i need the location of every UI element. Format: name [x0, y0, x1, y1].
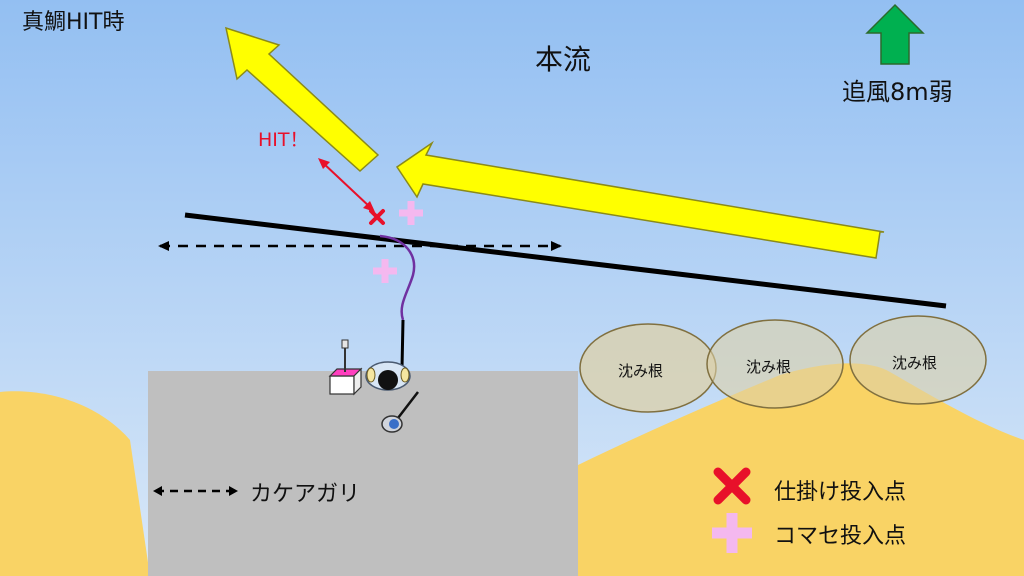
angler-arm-left: [366, 367, 376, 383]
ledge-arrowhead-right: [551, 241, 562, 251]
sunken-rock-label-3: 沈み根: [892, 354, 938, 372]
sunken-rock-label-1: 沈み根: [618, 362, 664, 380]
hit-arrow-line: [321, 161, 372, 209]
sunken-rock-2: [706, 319, 844, 409]
ledge-arrowhead-left: [158, 241, 169, 251]
fishing-rod: [400, 319, 405, 369]
landing-net-handle: [397, 391, 419, 419]
landing-net-mesh: [389, 419, 399, 429]
legend-chum-icon: [712, 513, 752, 553]
chum-drop-mark-2: [373, 259, 397, 283]
ledge-label: カケアガリ: [250, 482, 361, 507]
seabed-right: [576, 363, 1024, 576]
chum-scoop-head: [341, 339, 349, 349]
wind-arrow: [865, 3, 925, 65]
chum-box: [329, 375, 355, 395]
legend-rig-drop-label: 仕掛け投入点: [774, 480, 907, 505]
angler-head: [378, 370, 398, 390]
pier: [148, 371, 578, 576]
main-current-arrow: [395, 140, 885, 259]
fishing-line: [379, 234, 416, 321]
ledge-legend-arrowhead-right: [229, 486, 238, 496]
hit-arrowhead-down: [363, 201, 375, 212]
legend-chum-drop-label: コマセ投入点: [774, 524, 907, 549]
sunken-rock-label-2: 沈み根: [746, 358, 792, 376]
wind-label: 追風8m弱: [842, 78, 953, 106]
legend-rig-icon: [713, 467, 751, 505]
rig-drop-mark: [369, 209, 385, 225]
chum-box-side: [353, 367, 362, 396]
main-current-label: 本流: [535, 43, 592, 76]
seabed-left: [0, 391, 150, 576]
angler-arm-right: [400, 367, 410, 383]
sunken-rock-3: [849, 315, 987, 405]
hit-label: HIT！: [258, 129, 309, 151]
deflected-current-arrow: [224, 26, 380, 173]
hit-arrowhead-up: [318, 158, 330, 169]
dropoff-line: [184, 212, 947, 309]
diagram-title: 真鯛HIT時: [22, 10, 125, 35]
chum-drop-mark-1: [399, 201, 423, 225]
ledge-legend-arrowhead-left: [153, 486, 162, 496]
